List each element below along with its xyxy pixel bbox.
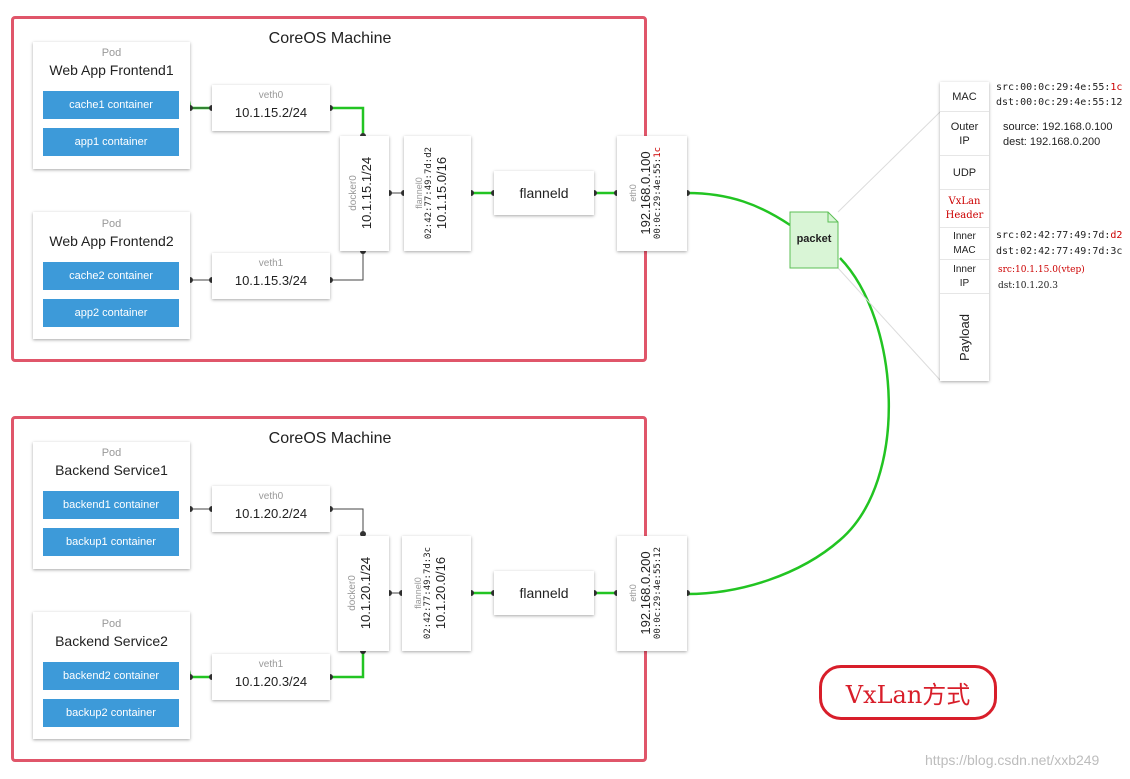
veth0-tag: veth0 bbox=[258, 491, 284, 502]
machine-1-title: CoreOS Machine bbox=[268, 30, 392, 47]
veth1-box: veth1 10.1.20.3/24 bbox=[212, 654, 330, 700]
outer-ip-dst: dest: 192.168.0.200 bbox=[1003, 136, 1101, 148]
flannel0-ip: 10.1.15.0/16 bbox=[434, 156, 449, 230]
pod-web-frontend2: Pod Web App Frontend2 cache2 container a… bbox=[33, 212, 190, 339]
veth1-ip: 10.1.20.3/24 bbox=[234, 674, 308, 689]
flannel0-ip: 10.1.20.0/16 bbox=[433, 556, 448, 630]
pod-name: Backend Service2 bbox=[55, 633, 168, 649]
veth0-box: veth0 10.1.15.2/24 bbox=[212, 85, 330, 131]
flannel0-mac: 02:42:77:49:7d:3c bbox=[423, 546, 433, 640]
eth0-box: eth0 192.168.0.100 00:0c:29:4e:55:1c bbox=[617, 136, 687, 251]
flanneld-box: flanneld bbox=[494, 171, 594, 215]
header-inner-mac: Inner MAC bbox=[940, 228, 989, 260]
docker0-tag: docker0 bbox=[348, 175, 359, 211]
pod-backend-service2: Pod Backend Service2 backend2 container … bbox=[33, 612, 190, 739]
flanneld-label: flanneld bbox=[519, 185, 569, 201]
packet-label[interactable]: packet bbox=[796, 233, 832, 245]
flannel0-box: flannel0 02:42:77:49:7d:3c 10.1.20.0/16 bbox=[402, 536, 471, 651]
veth0-ip: 10.1.20.2/24 bbox=[234, 506, 308, 521]
eth0-ip: 192.168.0.200 bbox=[638, 551, 653, 635]
outer-ip-src: source: 192.168.0.100 bbox=[1003, 121, 1113, 133]
backup1-container[interactable]: backup1 container bbox=[43, 528, 179, 556]
docker0-ip: 10.1.20.1/24 bbox=[358, 556, 373, 630]
pod-tag: Pod bbox=[101, 47, 122, 59]
app1-container[interactable]: app1 container bbox=[43, 128, 179, 156]
flanneld-label: flanneld bbox=[519, 585, 569, 601]
pod-name: Backend Service1 bbox=[55, 462, 168, 478]
eth0-tag: eth0 bbox=[628, 584, 638, 602]
veth0-tag: veth0 bbox=[258, 90, 284, 101]
cache1-container[interactable]: cache1 container bbox=[43, 91, 179, 119]
mac-dst: dst:00:0c:29:4e:55:12 bbox=[996, 97, 1123, 108]
flannel0-tag: flannel0 bbox=[414, 177, 424, 209]
header-udp: UDP bbox=[940, 156, 989, 190]
pod-web-frontend1: Pod Web App Frontend1 cache1 container a… bbox=[33, 42, 190, 169]
mac-src: src:00:0c:29:4e:55:1c bbox=[996, 82, 1123, 93]
pod-tag: Pod bbox=[101, 618, 122, 630]
packet-header-stack: MAC Outer IP UDP VxLan Header Inner MAC … bbox=[940, 82, 989, 381]
eth0-mac: 00:0c:29:4e:55:12 bbox=[653, 546, 663, 640]
veth1-tag: veth1 bbox=[258, 258, 284, 269]
veth0-box: veth0 10.1.20.2/24 bbox=[212, 486, 330, 532]
flannel0-box: flannel0 02:42:77:49:7d:d2 10.1.15.0/16 bbox=[404, 136, 471, 251]
vxlan-mode-label: VxLan方式 bbox=[819, 665, 997, 720]
inner-mac-dst: dst:02:42:77:49:7d:3c bbox=[996, 246, 1123, 257]
header-vxlan: VxLan Header bbox=[940, 190, 989, 228]
backend1-container[interactable]: backend1 container bbox=[43, 491, 179, 519]
eth0-box: eth0 192.168.0.200 00:0c:29:4e:55:12 bbox=[617, 536, 687, 651]
inner-mac-src: src:02:42:77:49:7d:d2 bbox=[996, 230, 1123, 241]
docker0-box: docker0 10.1.15.1/24 bbox=[340, 136, 389, 251]
flannel0-mac: 02:42:77:49:7d:d2 bbox=[424, 146, 434, 240]
eth0-ip: 192.168.0.100 bbox=[638, 151, 653, 235]
header-mac: MAC bbox=[940, 82, 989, 112]
veth1-ip: 10.1.15.3/24 bbox=[234, 273, 308, 288]
app2-container[interactable]: app2 container bbox=[43, 299, 179, 327]
header-outer-ip: Outer IP bbox=[940, 112, 989, 156]
pod-tag: Pod bbox=[101, 218, 122, 230]
header-payload: Payload bbox=[956, 314, 972, 361]
flanneld-box: flanneld bbox=[494, 571, 594, 615]
pod-name: Web App Frontend2 bbox=[49, 233, 174, 249]
backup2-container[interactable]: backup2 container bbox=[43, 699, 179, 727]
pod-backend-service1: Pod Backend Service1 backend1 container … bbox=[33, 442, 190, 569]
docker0-box: docker0 10.1.20.1/24 bbox=[338, 536, 389, 651]
inner-ip-src: src:10.1.15.0(vtep) bbox=[998, 265, 1085, 275]
veth0-ip: 10.1.15.2/24 bbox=[234, 105, 308, 120]
watermark: https://blog.csdn.net/xxb249 bbox=[925, 752, 1100, 768]
header-inner-ip: Inner IP bbox=[940, 260, 989, 294]
veth1-box: veth1 10.1.15.3/24 bbox=[212, 253, 330, 299]
eth0-tag: eth0 bbox=[628, 184, 638, 202]
machine-2-title: CoreOS Machine bbox=[268, 430, 392, 447]
backend2-container[interactable]: backend2 container bbox=[43, 662, 179, 690]
veth1-tag: veth1 bbox=[258, 659, 284, 670]
eth0-mac: 00:0c:29:4e:55:1c bbox=[653, 146, 663, 240]
docker0-ip: 10.1.15.1/24 bbox=[359, 156, 374, 230]
cache2-container[interactable]: cache2 container bbox=[43, 262, 179, 290]
docker0-tag: docker0 bbox=[347, 575, 358, 611]
pod-name: Web App Frontend1 bbox=[49, 62, 174, 78]
pod-tag: Pod bbox=[101, 447, 122, 459]
inner-ip-dst: dst:10.1.20.3 bbox=[998, 281, 1058, 291]
flannel0-tag: flannel0 bbox=[413, 577, 423, 609]
